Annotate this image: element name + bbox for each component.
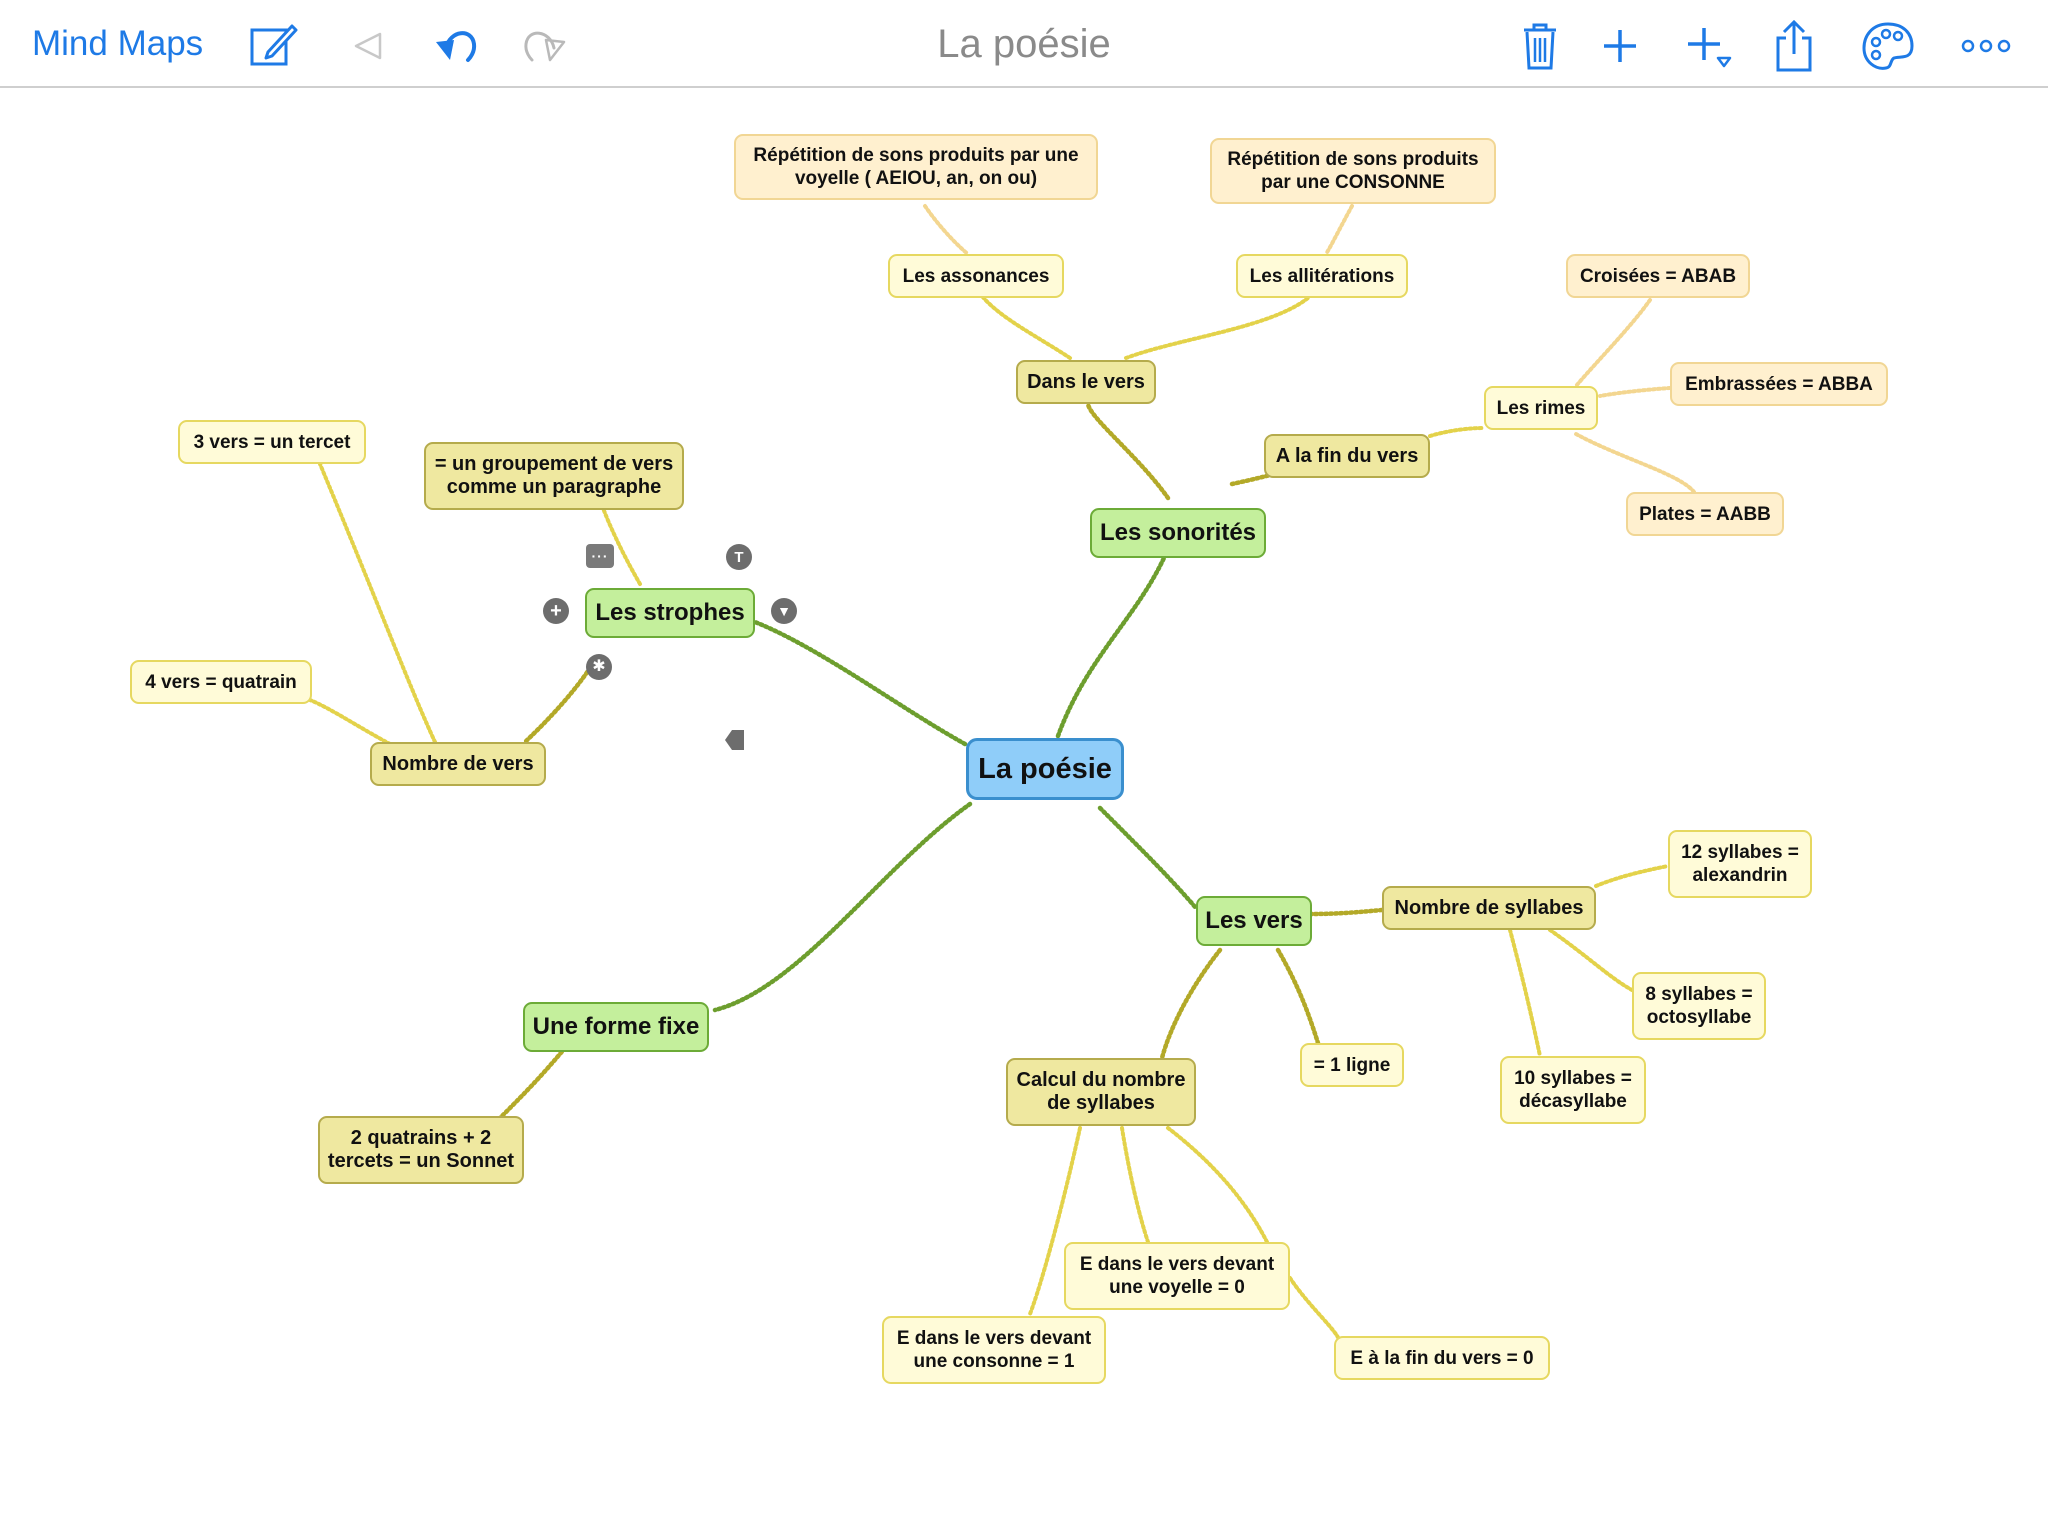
definition-line-1: = un groupement de vers xyxy=(434,453,674,475)
note-line-2: par une CONSONNE xyxy=(1261,172,1445,193)
calcul-line-2: de syllabes xyxy=(1047,1092,1155,1114)
alexandrin-line-2: alexandrin xyxy=(1692,865,1788,886)
e-voyelle-line-1: E dans le vers devant xyxy=(1079,1254,1275,1275)
share-icon[interactable] xyxy=(1766,18,1822,74)
node-assonances-note[interactable]: Répétition de sons produits par une voye… xyxy=(734,134,1098,200)
link-dans-assonances xyxy=(980,294,1072,360)
link-strophes-definition xyxy=(598,498,642,586)
link-calcul-consonne xyxy=(1028,1126,1082,1316)
octosyllabe-line-2: octosyllabe xyxy=(1646,1007,1752,1028)
toolbar: Mind Maps La poésie xyxy=(0,0,2048,88)
link-strophes-nombre xyxy=(522,665,593,745)
link-sonorites-dans xyxy=(1085,401,1171,501)
link-vers-ligne xyxy=(1275,947,1321,1046)
node-a-la-fin-du-vers[interactable]: A la fin du vers xyxy=(1264,434,1430,478)
node-quatrain[interactable]: 4 vers = quatrain xyxy=(130,660,312,704)
add-icon[interactable] xyxy=(1592,18,1648,74)
add-sibling-handle[interactable]: + xyxy=(543,598,569,624)
node-e-consonne[interactable]: E dans le vers devant une consonne = 1 xyxy=(882,1316,1106,1384)
connection-lines xyxy=(308,204,1696,1345)
node-plates[interactable]: Plates = AABB xyxy=(1626,492,1784,536)
node-une-forme-fixe[interactable]: Une forme fixe xyxy=(523,1002,709,1052)
link-rimes-plates xyxy=(1574,432,1696,494)
node-les-assonances[interactable]: Les assonances xyxy=(888,254,1064,298)
link-forme-sonnet xyxy=(497,1045,568,1121)
link-alliterations-note xyxy=(1324,204,1354,256)
octosyllabe-line-1: 8 syllabes = xyxy=(1645,984,1753,1005)
text-handle[interactable]: T xyxy=(726,544,752,570)
definition-line-2: comme un paragraphe xyxy=(446,476,662,498)
node-les-sonorites[interactable]: Les sonorités xyxy=(1090,508,1266,558)
root-node[interactable]: La poésie xyxy=(966,738,1124,800)
node-embrassees[interactable]: Embrassées = ABBA xyxy=(1670,362,1888,406)
link-dans-alliterations xyxy=(1124,296,1310,360)
node-sonnet[interactable]: 2 quatrains + 2 tercets = un Sonnet xyxy=(318,1116,524,1184)
e-consonne-line-1: E dans le vers devant xyxy=(896,1328,1092,1349)
calcul-line-1: Calcul du nombre xyxy=(1016,1069,1186,1091)
add-child-icon[interactable] xyxy=(1680,18,1736,74)
link-calcul-voyelle xyxy=(1120,1126,1150,1244)
node-e-voyelle[interactable]: E dans le vers devant une voyelle = 0 xyxy=(1064,1242,1290,1310)
link-root-forme xyxy=(712,801,973,1013)
back-to-mind-maps-button[interactable]: Mind Maps xyxy=(32,24,204,63)
e-voyelle-line-2: une voyelle = 0 xyxy=(1109,1277,1245,1298)
node-octosyllabe[interactable]: 8 syllabes = octosyllabe xyxy=(1632,972,1766,1040)
link-root-vers xyxy=(1097,805,1199,911)
asterisk-handle[interactable]: ✱ xyxy=(586,654,612,680)
note-line-1: Répétition de sons produits xyxy=(1227,149,1479,170)
decasyllabe-line-2: décasyllabe xyxy=(1519,1091,1627,1112)
note-line-1: Répétition de sons produits par une xyxy=(753,145,1079,166)
decasyllabe-line-1: 10 syllabes = xyxy=(1514,1068,1632,1089)
node-tercet[interactable]: 3 vers = un tercet xyxy=(178,420,366,464)
drag-handle-icon[interactable] xyxy=(724,728,746,752)
node-une-ligne[interactable]: = 1 ligne xyxy=(1300,1043,1404,1087)
node-strophe-definition[interactable]: = un groupement de vers comme un paragra… xyxy=(424,442,684,510)
link-syllabes-deca xyxy=(1508,928,1542,1058)
alexandrin-line-1: 12 syllabes = xyxy=(1681,842,1799,863)
compose-icon[interactable] xyxy=(246,18,302,74)
link-calcul-fin xyxy=(1166,1126,1270,1246)
node-alexandrin[interactable]: 12 syllabes = alexandrin xyxy=(1668,830,1812,898)
link-rimes-embrassees xyxy=(1598,386,1672,398)
node-decasyllabe[interactable]: 10 syllabes = décasyllabe xyxy=(1500,1056,1646,1124)
note-line-2: voyelle ( AEIOU, an, on ou) xyxy=(794,168,1038,189)
mind-map-canvas[interactable]: La poésie Les sonorités Les strophes Les… xyxy=(0,88,2048,1536)
palette-icon[interactable] xyxy=(1860,18,1916,74)
link-syllabes-octo xyxy=(1548,928,1634,992)
node-les-strophes[interactable]: Les strophes xyxy=(585,588,755,638)
link-root-strophes xyxy=(752,619,968,747)
redo-icon[interactable] xyxy=(516,18,572,74)
link-root-sonorites xyxy=(1055,527,1178,739)
node-dans-le-vers[interactable]: Dans le vers xyxy=(1016,360,1156,404)
node-les-alliterations[interactable]: Les allitérations xyxy=(1236,254,1408,298)
more-options-handle[interactable]: ··· xyxy=(586,544,614,568)
more-icon[interactable] xyxy=(1958,18,2014,74)
node-alliterations-note[interactable]: Répétition de sons produits par une CONS… xyxy=(1210,138,1496,204)
sonnet-line-2: tercets = un Sonnet xyxy=(327,1150,515,1172)
node-nombre-de-syllabes[interactable]: Nombre de syllabes xyxy=(1382,886,1596,930)
node-les-rimes[interactable]: Les rimes xyxy=(1484,386,1598,430)
node-nombre-de-vers[interactable]: Nombre de vers xyxy=(370,742,546,786)
undo-icon[interactable] xyxy=(428,18,484,74)
sonnet-line-1: 2 quatrains + 2 xyxy=(350,1127,492,1149)
link-rimes-croisees xyxy=(1574,298,1652,388)
link-voyelle-fin xyxy=(1288,1276,1342,1345)
node-croisees[interactable]: Croisées = ABAB xyxy=(1566,254,1750,298)
e-consonne-line-2: une consonne = 1 xyxy=(913,1351,1075,1372)
node-e-fin-du-vers[interactable]: E à la fin du vers = 0 xyxy=(1334,1336,1550,1380)
link-syllabes-alex xyxy=(1594,864,1670,888)
link-vers-nombre xyxy=(1307,907,1385,917)
link-nombre-quatrain xyxy=(308,698,392,746)
link-vers-calcul xyxy=(1159,947,1223,1061)
node-calcul-syllabes[interactable]: Calcul du nombre de syllabes xyxy=(1006,1058,1196,1126)
link-nombre-tercet xyxy=(318,462,437,744)
document-title: La poésie xyxy=(937,22,1111,66)
link-assonances-note xyxy=(923,204,970,256)
node-les-vers[interactable]: Les vers xyxy=(1196,896,1312,946)
collapse-handle[interactable]: ▼ xyxy=(771,598,797,624)
trash-icon[interactable] xyxy=(1512,18,1568,74)
link-fin-rimes xyxy=(1428,426,1486,438)
nav-back-icon[interactable] xyxy=(340,18,396,74)
